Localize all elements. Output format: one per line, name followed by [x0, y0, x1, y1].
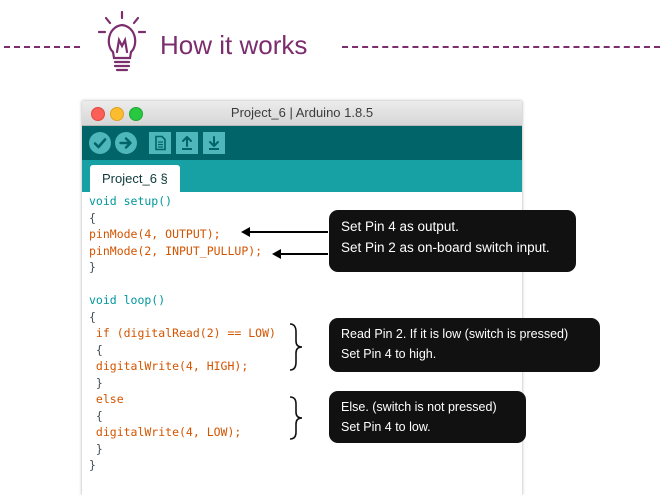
new-sketch-button[interactable] — [149, 132, 171, 154]
code-line: pinMode(4, OUTPUT); — [89, 227, 221, 241]
arrow-shaft-output — [248, 231, 328, 233]
sketch-tab-bar: Project_6 § — [82, 160, 522, 192]
open-sketch-button[interactable] — [176, 132, 198, 154]
code-line: } — [89, 260, 96, 274]
arrow-shaft-input — [279, 253, 328, 255]
code-editor[interactable]: void setup() { pinMode(4, OUTPUT); pinMo… — [89, 193, 519, 474]
new-icon — [155, 135, 166, 151]
header-dash-left — [4, 46, 80, 48]
upload-icon — [119, 137, 132, 149]
code-line: } — [89, 458, 96, 472]
verify-icon — [93, 138, 107, 149]
callout-if: Read Pin 2. If it is low (switch is pres… — [329, 318, 600, 372]
save-icon — [209, 136, 219, 150]
code-line: } — [89, 375, 103, 390]
close-window-button[interactable] — [91, 107, 105, 121]
window-titlebar: Project_6 | Arduino 1.8.5 — [82, 101, 522, 126]
ide-toolbar — [82, 126, 522, 160]
code-line: { — [89, 342, 103, 357]
code-line: void loop() — [89, 293, 166, 307]
open-icon — [182, 136, 192, 150]
code-line: pinMode(2, INPUT_PULLUP); — [89, 243, 263, 258]
code-line: digitalWrite(4, LOW); — [89, 425, 242, 439]
tab-project-6[interactable]: Project_6 § — [90, 165, 180, 192]
arrow-head-output — [241, 227, 250, 237]
minimize-window-button[interactable] — [110, 107, 124, 121]
callout-if-line1: Read Pin 2. If it is low (switch is pres… — [341, 327, 569, 341]
callout-setup-line1: Set Pin 4 as output. — [341, 219, 459, 234]
code-line: else — [89, 392, 124, 406]
callout-else-line1: Else. (switch is not pressed) — [341, 400, 497, 414]
code-line: } — [89, 441, 103, 456]
code-line: digitalWrite(4, HIGH); — [89, 359, 249, 373]
brace-if — [289, 323, 303, 371]
brace-else — [289, 396, 303, 440]
header-dash-right — [342, 46, 660, 48]
page-title: How it works — [160, 30, 308, 60]
verify-button[interactable] — [89, 132, 111, 154]
code-line: { — [89, 309, 96, 324]
callout-setup-line2: Set Pin 2 as on-board switch input. — [341, 240, 550, 255]
code-line: void setup() — [89, 194, 173, 208]
save-sketch-button[interactable] — [203, 132, 225, 154]
code-line — [89, 276, 519, 293]
code-line: if (digitalRead(2) == LOW) — [89, 326, 276, 340]
arrow-head-input — [272, 249, 281, 259]
callout-else: Else. (switch is not pressed) Set Pin 4 … — [329, 391, 526, 443]
callout-if-line2: Set Pin 4 to high. — [341, 347, 437, 361]
upload-button[interactable] — [115, 132, 137, 154]
code-line: { — [89, 408, 103, 423]
lightbulb-icon — [97, 10, 147, 74]
callout-else-line2: Set Pin 4 to low. — [341, 420, 431, 434]
maximize-window-button[interactable] — [129, 107, 143, 121]
code-line: { — [89, 210, 96, 225]
window-title: Project_6 | Arduino 1.8.5 — [230, 105, 374, 120]
callout-setup: Set Pin 4 as output. Set Pin 2 as on-boa… — [329, 210, 576, 272]
